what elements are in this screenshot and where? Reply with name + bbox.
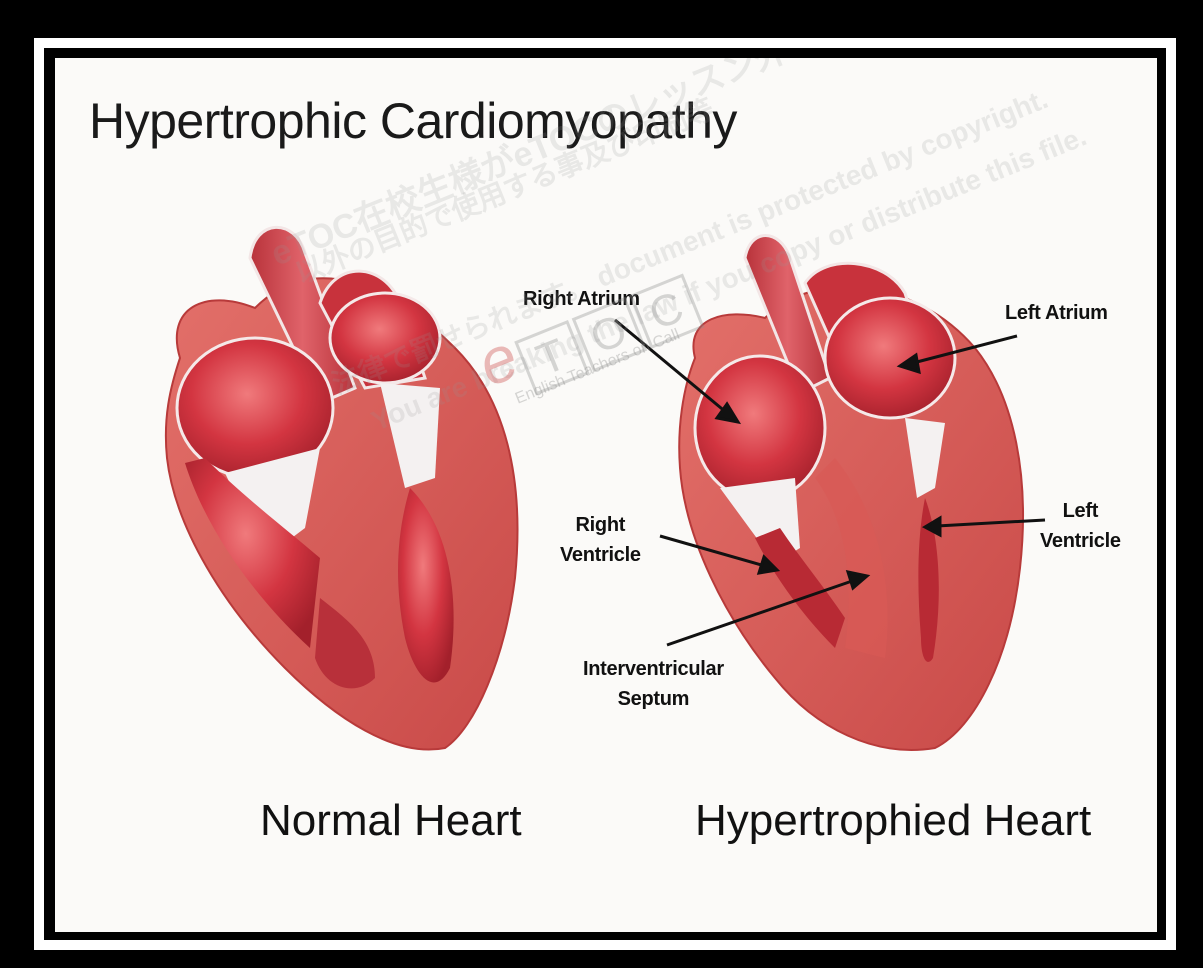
caption-hypertrophied-heart: Hypertrophied Heart xyxy=(695,796,1091,846)
label-septum-line1: Interventricular xyxy=(583,654,724,684)
label-right-ventricle: Right Ventricle xyxy=(560,510,641,570)
label-septum: Interventricular Septum xyxy=(583,654,724,714)
hypertrophied-heart xyxy=(679,236,1023,750)
label-left-ventricle-line1: Left xyxy=(1040,496,1121,526)
label-left-atrium: Left Atrium xyxy=(1005,298,1108,328)
label-right-ventricle-line1: Right xyxy=(560,510,641,540)
label-septum-line2: Septum xyxy=(583,684,724,714)
caption-normal-heart: Normal Heart xyxy=(260,796,522,846)
label-left-ventricle-line2: Ventricle xyxy=(1040,526,1121,556)
label-right-ventricle-line2: Ventricle xyxy=(560,540,641,570)
diagram-canvas: Hypertrophic Cardiomyopathy xyxy=(55,58,1157,932)
label-left-ventricle: Left Ventricle xyxy=(1040,496,1121,556)
normal-heart xyxy=(166,227,518,749)
